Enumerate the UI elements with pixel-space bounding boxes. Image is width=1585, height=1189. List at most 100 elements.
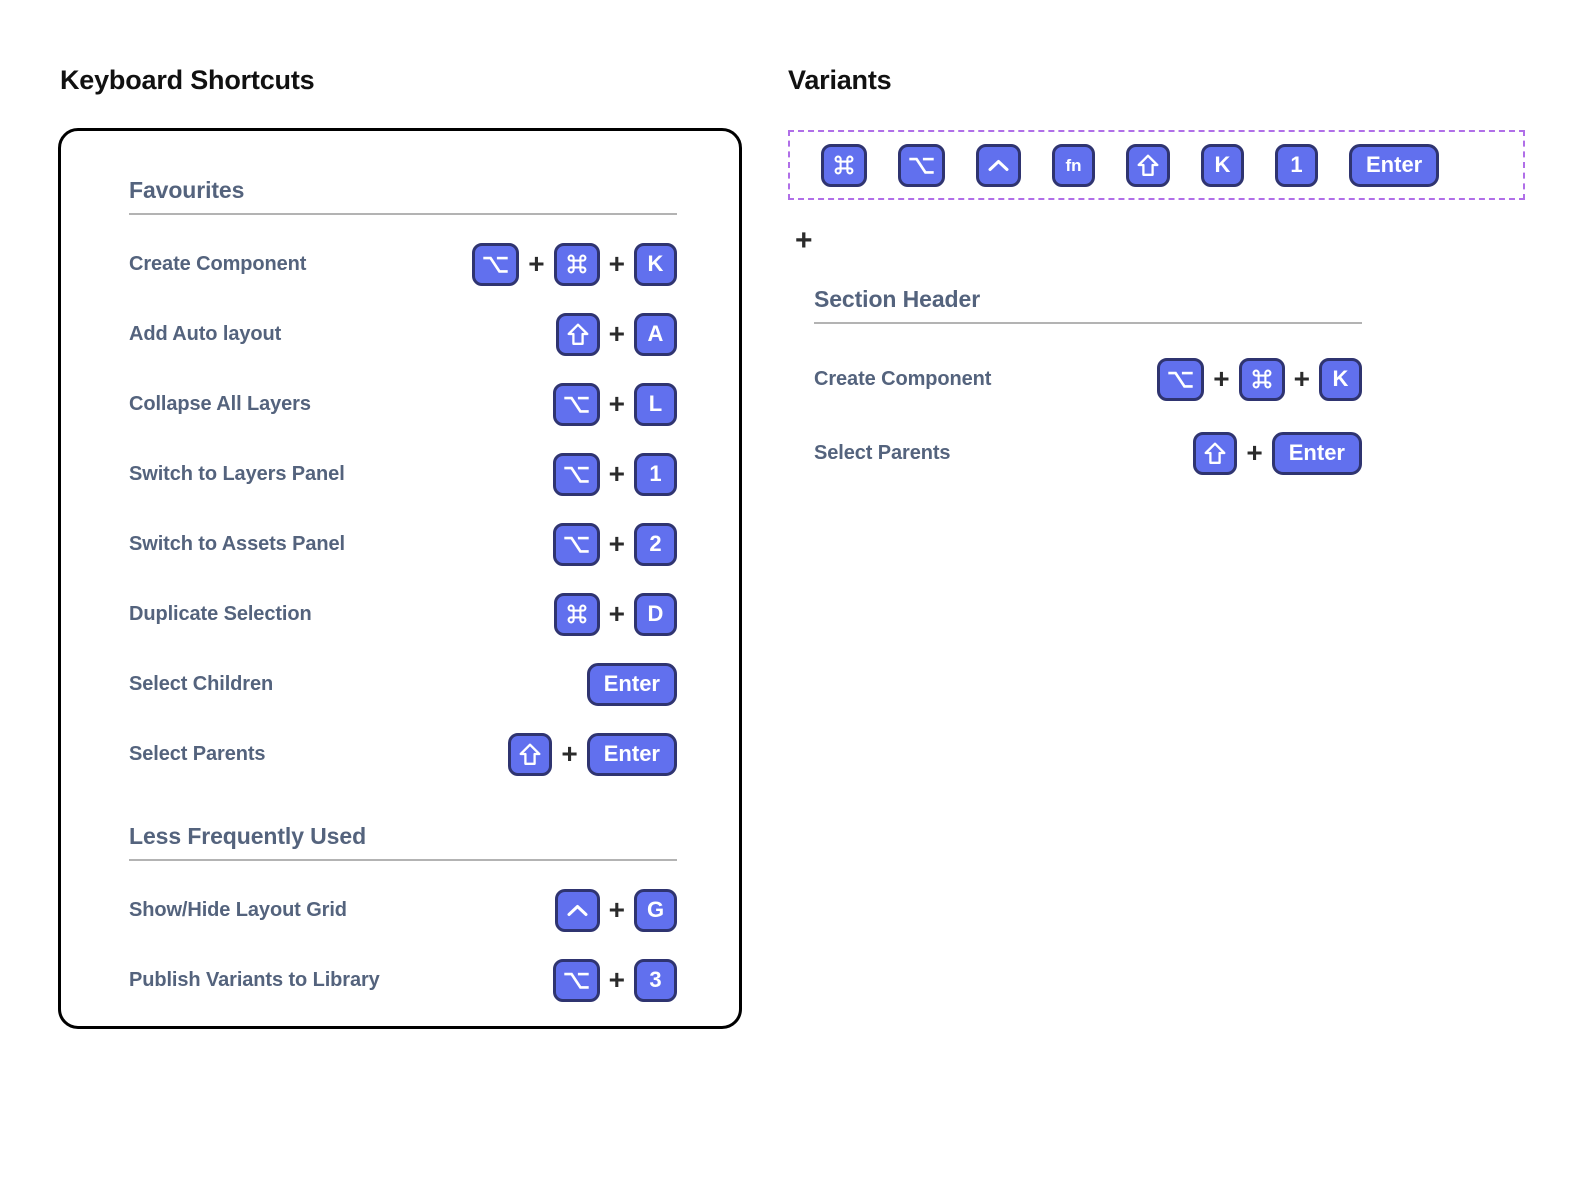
plus-separator: + xyxy=(1293,363,1310,394)
shortcut-combo: +1 xyxy=(552,452,677,496)
key-command[interactable] xyxy=(553,242,600,286)
shift-icon xyxy=(519,743,541,766)
shortcut-combo: +A xyxy=(555,312,677,356)
plus-separator: + xyxy=(528,248,545,279)
key-command[interactable] xyxy=(553,592,600,636)
plus-separator: + xyxy=(608,388,625,419)
shortcut-combo: +L xyxy=(552,382,677,426)
shift-icon xyxy=(1137,154,1159,177)
control-icon xyxy=(987,158,1010,173)
shortcut-row[interactable]: Select Children Enter xyxy=(129,649,677,719)
page-title-keyboard-shortcuts: Keyboard Shortcuts xyxy=(60,65,315,95)
key-2[interactable]: 2 xyxy=(634,522,677,566)
key-1[interactable]: 1 xyxy=(634,452,677,496)
key-control[interactable] xyxy=(554,888,600,932)
option-icon xyxy=(563,535,589,554)
plus-separator: + xyxy=(608,528,625,559)
key-g[interactable]: G xyxy=(634,888,677,932)
shortcut-row[interactable]: Select Parents + Enter xyxy=(814,416,1362,490)
shortcut-row[interactable]: Select Parents +Enter xyxy=(129,719,677,789)
key-k[interactable]: K xyxy=(634,242,677,286)
shortcut-combo: +3 xyxy=(552,958,677,1002)
shortcut-label: Create Component xyxy=(814,367,992,390)
key-option[interactable] xyxy=(898,143,945,187)
key-enter[interactable]: Enter xyxy=(586,732,677,776)
variants-plus-symbol: + xyxy=(795,224,813,257)
variants-section: Section Header Create Component + + K Select… xyxy=(814,286,1362,490)
key-shift[interactable] xyxy=(1126,143,1170,187)
shortcut-label: Switch to Layers Panel xyxy=(129,462,345,485)
key-command[interactable] xyxy=(1238,357,1285,401)
control-icon xyxy=(566,903,589,918)
key-option[interactable] xyxy=(552,382,600,426)
shortcut-row[interactable]: Duplicate Selection+D xyxy=(129,579,677,649)
section-header-favourites: Favourites xyxy=(129,177,677,215)
key-enter[interactable]: Enter xyxy=(1349,143,1440,187)
key-3[interactable]: 3 xyxy=(634,958,677,1002)
shortcut-label: Collapse All Layers xyxy=(129,392,311,415)
key-a[interactable]: A xyxy=(634,312,677,356)
shortcut-combo: Enter xyxy=(586,662,677,706)
key-option[interactable] xyxy=(1157,357,1205,401)
shortcut-row[interactable]: Switch to Layers Panel +1 xyxy=(129,439,677,509)
section-header-less-frequently-used: Less Frequently Used xyxy=(129,823,677,861)
key-fn[interactable]: fn xyxy=(1052,143,1095,187)
option-icon xyxy=(563,971,589,990)
key-option[interactable] xyxy=(552,452,600,496)
option-icon xyxy=(563,465,589,484)
key-k[interactable]: K xyxy=(1319,357,1362,401)
page-title-variants: Variants xyxy=(788,65,892,95)
plus-separator: + xyxy=(608,458,625,489)
shortcut-label: Add Auto layout xyxy=(129,322,282,345)
key-enter[interactable]: Enter xyxy=(586,662,677,706)
shortcut-row[interactable]: Add Auto layout+A xyxy=(129,299,677,369)
command-icon xyxy=(1250,367,1274,391)
key-k[interactable]: K xyxy=(1201,143,1244,187)
plus-separator: + xyxy=(1246,437,1263,468)
shortcut-label: Select Parents xyxy=(814,441,951,464)
shortcut-row[interactable]: Create Component++K xyxy=(129,229,677,299)
shortcut-combo: ++K xyxy=(1157,357,1362,401)
option-icon xyxy=(1168,370,1193,389)
shortcut-label: Select Parents xyxy=(129,742,266,765)
shortcut-row[interactable]: Show/Hide Layout Grid+G xyxy=(129,875,677,945)
key-shift[interactable] xyxy=(555,312,600,356)
key-1[interactable]: 1 xyxy=(1275,143,1318,187)
command-icon xyxy=(565,252,589,276)
key-option[interactable] xyxy=(472,242,520,286)
shortcut-label: Publish Variants to Library xyxy=(129,968,380,991)
shift-icon xyxy=(1204,442,1226,465)
plus-separator: + xyxy=(608,964,625,995)
key-control[interactable] xyxy=(976,143,1021,187)
key-shift[interactable] xyxy=(1193,431,1238,475)
shortcut-row[interactable]: Switch to Assets Panel +2 xyxy=(129,509,677,579)
shortcut-label: Switch to Assets Panel xyxy=(129,532,346,555)
key-option[interactable] xyxy=(552,522,600,566)
shortcut-label: Show/Hide Layout Grid xyxy=(129,898,347,921)
section-header-label: Section Header xyxy=(814,286,1362,324)
plus-separator: + xyxy=(608,248,625,279)
key-command[interactable] xyxy=(821,143,867,187)
shortcut-row[interactable]: Publish Variants to Library +3 xyxy=(129,945,677,1015)
shortcut-label: Select Children xyxy=(129,672,274,695)
key-option[interactable] xyxy=(552,958,600,1002)
shortcut-row[interactable]: Collapse All Layers+L xyxy=(129,369,677,439)
shortcut-row[interactable]: Create Component++K xyxy=(814,342,1362,416)
key-enter[interactable]: Enter xyxy=(1271,431,1362,475)
plus-separator: + xyxy=(608,318,625,349)
key-l[interactable]: L xyxy=(634,382,677,426)
key-d[interactable]: D xyxy=(634,592,677,636)
option-icon xyxy=(483,255,508,274)
key-shift[interactable] xyxy=(508,732,553,776)
command-icon xyxy=(565,602,589,626)
shift-icon xyxy=(567,323,589,346)
shortcut-combo: +Enter xyxy=(508,732,677,776)
plus-separator: + xyxy=(608,598,625,629)
shortcut-combo: + + K xyxy=(472,242,677,286)
